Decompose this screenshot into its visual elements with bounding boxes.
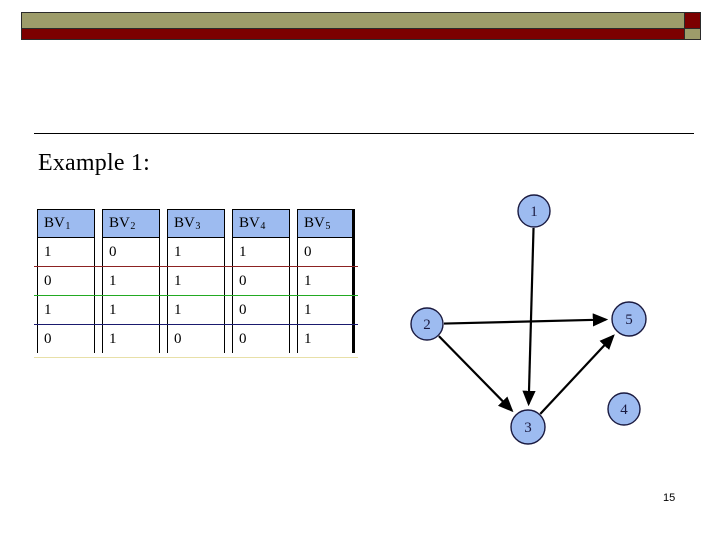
bv-cell-r4-c4: 0 [233, 325, 289, 354]
bv-header-base: BV [44, 215, 65, 231]
bv-cell-r1-c4: 1 [233, 238, 289, 267]
graph-node-label-5: 5 [625, 312, 633, 328]
row-separator-red [34, 266, 358, 267]
banner-olive-square [684, 28, 701, 40]
bv-header-subscript: 1 [65, 221, 71, 232]
bv-cell-r4-c1: 0 [38, 325, 94, 354]
bv-cell-r3-c2: 1 [103, 296, 159, 325]
graph-node-label-2: 2 [423, 317, 431, 333]
slide-top-banner [0, 0, 720, 46]
graph-edges [438, 227, 615, 415]
bv-cell-r2-c3: 1 [168, 267, 224, 296]
bv-header-subscript: 5 [325, 221, 331, 232]
bv-cell-r3-c1: 1 [38, 296, 94, 325]
banner-maroon-bar [21, 28, 685, 40]
row-separator-khaki [34, 357, 358, 358]
page-title: Example 1: [38, 150, 150, 176]
graph-node-label-4: 4 [620, 402, 628, 418]
bv-header-base: BV [109, 215, 130, 231]
graph-edge-2-to-3 [438, 335, 514, 413]
bv-cell-r4-c5: 1 [298, 325, 352, 354]
graph-svg: 1 2 5 3 4 [410, 194, 647, 445]
bv-header-base: BV [174, 215, 195, 231]
graph-diagram: 1 2 5 3 4 [400, 185, 700, 455]
graph-node-1[interactable]: 1 [517, 194, 551, 228]
graph-edge-3-to-5 [539, 334, 615, 415]
bv-header-base: BV [239, 215, 260, 231]
graph-node-circle-2 [410, 307, 444, 341]
bv-cell-r2-c1: 0 [38, 267, 94, 296]
graph-node-5[interactable]: 5 [611, 301, 647, 337]
bv-cell-r2-c5: 1 [298, 267, 352, 296]
title-divider [34, 133, 694, 134]
bv-cell-r2-c4: 0 [233, 267, 289, 296]
graph-node-4[interactable]: 4 [607, 392, 641, 426]
graph-edge-1-to-3 [522, 227, 536, 407]
bv-cell-r3-c4: 0 [233, 296, 289, 325]
slide-number: 15 [663, 492, 676, 504]
bv-header-base: BV [304, 215, 325, 231]
bv-cell-r3-c3: 1 [168, 296, 224, 325]
graph-node-label-1: 1 [530, 204, 538, 220]
bv-cell-r4-c3: 0 [168, 325, 224, 354]
graph-node-circle-3 [510, 409, 546, 445]
graph-node-label-3: 3 [524, 420, 532, 436]
bv-header-subscript: 3 [195, 221, 201, 232]
bv-cell-r1-c1: 1 [38, 238, 94, 267]
bv-cell-r1-c5: 0 [298, 238, 352, 267]
graph-node-circle-4 [607, 392, 641, 426]
bv-cell-r4-c2: 1 [103, 325, 159, 354]
row-separator-blue [34, 324, 358, 325]
banner-olive-bar [21, 12, 685, 29]
bv-cell-r3-c5: 1 [298, 296, 352, 325]
graph-node-circle-5 [611, 301, 647, 337]
graph-node-2[interactable]: 2 [410, 307, 444, 341]
bv-cell-r1-c2: 0 [103, 238, 159, 267]
bv-cell-r1-c3: 1 [168, 238, 224, 267]
banner-maroon-square [684, 12, 701, 29]
bv-cell-r2-c2: 1 [103, 267, 159, 296]
bv-header-subscript: 4 [260, 221, 266, 232]
row-separator-green [34, 295, 358, 296]
graph-nodes: 1 2 5 3 4 [410, 194, 647, 445]
bv-header-subscript: 2 [130, 221, 136, 232]
graph-node-circle-1 [517, 194, 551, 228]
graph-node-3[interactable]: 3 [510, 409, 546, 445]
graph-edge-2-to-5 [443, 313, 609, 327]
